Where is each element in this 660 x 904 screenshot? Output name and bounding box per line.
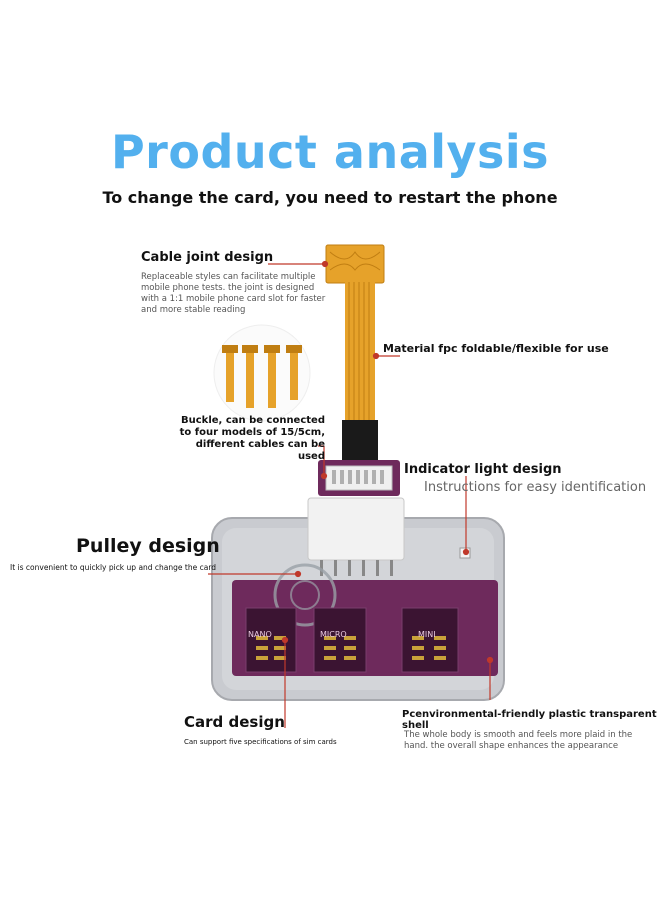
- cable-joint-head: [325, 244, 385, 284]
- cable-stiffener: [342, 420, 378, 460]
- pulley-desc: It is convenient to quickly pick up and …: [10, 563, 217, 572]
- buckle-title: Buckle, can be connected to four models …: [179, 415, 325, 462]
- card-desc: Can support five specifications of sim c…: [184, 738, 337, 746]
- indicator-title: Indicator light design: [404, 462, 562, 477]
- material-title: Material fpc foldable/flexible for use: [383, 342, 609, 355]
- page-subtitle: To change the card, you need to restart …: [102, 188, 558, 207]
- cable-joint-title: Cable joint design: [141, 250, 274, 265]
- flex-cable: [345, 282, 375, 422]
- slot-label-nano: NANO: [248, 630, 272, 639]
- sim-slot-micro: [313, 607, 367, 673]
- pulley-wheel: [273, 563, 337, 627]
- card-title: Card design: [184, 713, 285, 731]
- slot-label-micro: MICRO: [320, 630, 347, 639]
- shell-title: Pcenvironmental-friendly plastic transpa…: [402, 709, 657, 731]
- indicator-desc: Instructions for easy identification: [424, 480, 647, 495]
- cable-joint-desc: Replaceable styles can facilitate multip…: [141, 272, 326, 315]
- shell-connector: [307, 497, 405, 561]
- page-title: Product analysis: [110, 125, 550, 179]
- slot-label-mini: MINI: [418, 630, 436, 639]
- pulley-title: Pulley design: [76, 535, 220, 557]
- sim-slot-mini: [401, 607, 459, 673]
- sim-slot-nano: [245, 607, 297, 673]
- shell-desc: The whole body is smooth and feels more …: [404, 730, 633, 751]
